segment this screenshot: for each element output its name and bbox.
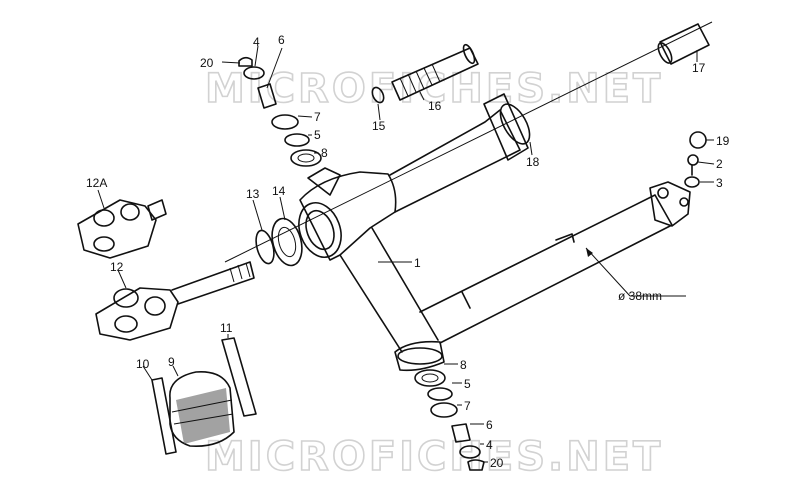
callout-18: 18 bbox=[526, 155, 540, 169]
callout-4-upper: 4 bbox=[253, 35, 260, 49]
callout-20-upper: 20 bbox=[200, 56, 214, 70]
callout-16: 16 bbox=[428, 99, 442, 113]
dimension-indicator: ø 38mm bbox=[585, 247, 686, 303]
callout-9: 9 bbox=[168, 355, 175, 369]
callout-19: 19 bbox=[716, 134, 730, 148]
part-11-clamp bbox=[221, 337, 257, 417]
callout-14: 14 bbox=[272, 184, 286, 198]
part-7-seal-upper bbox=[271, 114, 299, 130]
part-20-cap-upper bbox=[238, 56, 253, 67]
callout-5-upper: 5 bbox=[314, 128, 321, 142]
callout-8-upper: 8 bbox=[321, 146, 328, 160]
part-16-splined-shaft bbox=[391, 43, 479, 101]
shaft-axis-line bbox=[224, 21, 713, 263]
part-2-ball-stud bbox=[687, 154, 699, 176]
part-8-bearing-upper bbox=[290, 149, 322, 167]
part-5-ring-upper bbox=[284, 133, 310, 147]
callout-12: 12 bbox=[110, 260, 124, 274]
leader-lines bbox=[97, 45, 715, 463]
part-10-clamp bbox=[151, 377, 177, 455]
part-6-bolt-upper bbox=[257, 83, 277, 109]
callout-15: 15 bbox=[372, 119, 386, 133]
part-5-ring-lower bbox=[427, 387, 453, 401]
callout-6-lower: 6 bbox=[486, 418, 493, 432]
callout-4-lower: 4 bbox=[486, 438, 493, 452]
callout-labels: 20 4 6 7 5 8 15 16 17 18 19 2 3 12A 13 1… bbox=[86, 33, 730, 470]
part-7-seal-lower bbox=[430, 402, 458, 418]
part-6-bolt-lower bbox=[451, 423, 471, 443]
callout-13: 13 bbox=[246, 187, 260, 201]
part-8-bearing-lower bbox=[414, 369, 446, 387]
part-15-snap-ring bbox=[371, 86, 385, 104]
part-19-cap bbox=[689, 131, 707, 149]
callout-5-lower: 5 bbox=[464, 377, 471, 391]
part-17-sleeve bbox=[657, 23, 710, 65]
watermark-top: MICROFICHES.NET bbox=[205, 66, 663, 112]
part-4-nut-lower bbox=[459, 445, 481, 459]
callout-12A: 12A bbox=[86, 176, 107, 190]
part-12A-universal-joint bbox=[77, 199, 167, 259]
upper-bearing-stack bbox=[238, 56, 322, 167]
part-14-bearing bbox=[271, 217, 303, 267]
part-1-swingarm-housing bbox=[298, 93, 691, 372]
part-20-cap-lower bbox=[467, 459, 485, 471]
part-3-washer bbox=[684, 176, 700, 188]
callout-3: 3 bbox=[716, 176, 723, 190]
callout-2: 2 bbox=[716, 157, 723, 171]
callout-20-lower: 20 bbox=[490, 456, 504, 470]
lower-bearing-stack bbox=[414, 369, 485, 471]
callout-6-upper: 6 bbox=[278, 33, 285, 47]
callout-1: 1 bbox=[414, 256, 421, 270]
part-4-nut-upper bbox=[243, 66, 265, 80]
callout-10: 10 bbox=[136, 357, 150, 371]
dimension-label: ø 38mm bbox=[618, 289, 662, 303]
callout-7-lower: 7 bbox=[464, 399, 471, 413]
callout-8-lower: 8 bbox=[460, 358, 467, 372]
callout-17: 17 bbox=[692, 61, 706, 75]
callout-7-upper: 7 bbox=[314, 110, 321, 124]
callout-11: 11 bbox=[220, 321, 233, 335]
watermark-bottom: MICROFICHES.NET bbox=[205, 434, 663, 480]
part-12-drive-shaft bbox=[95, 261, 255, 341]
part-9-rubber-boot bbox=[169, 371, 235, 448]
